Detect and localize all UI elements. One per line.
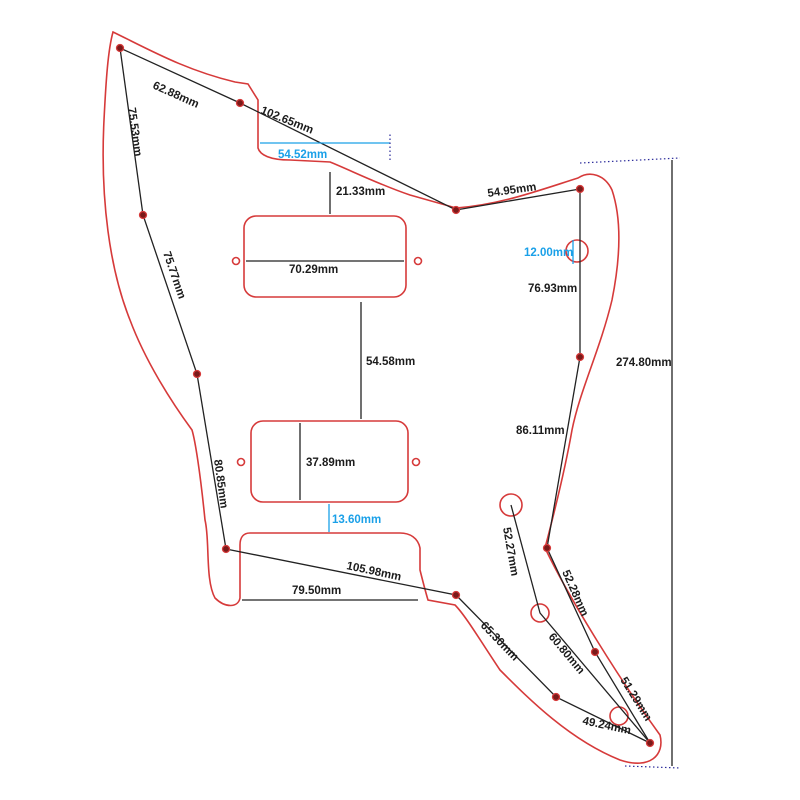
upper-pickup-screw-right — [413, 256, 423, 266]
control-hole-middle — [499, 493, 523, 517]
control-hole-upper — [565, 239, 589, 263]
label-d21: 65.30mm — [478, 620, 521, 664]
label-d17: 52.27mm — [500, 526, 520, 577]
mounting-hole — [590, 647, 600, 657]
mounting-hole — [115, 43, 125, 53]
upper-pickup-cavity — [243, 215, 407, 298]
mounting-hole — [192, 369, 202, 379]
mounting-holes — [115, 43, 655, 748]
label-d14: 37.89mm — [306, 457, 355, 469]
label-d10: 76.93mm — [528, 283, 577, 295]
dim-line-left-side — [119, 47, 227, 550]
label-d11: 274.80mm — [616, 357, 672, 369]
label-d16: 13.60mm — [332, 514, 381, 526]
mounting-hole — [451, 590, 461, 600]
label-d20: 79.50mm — [292, 585, 341, 597]
label-d5: 21.33mm — [336, 186, 385, 198]
mounting-hole — [235, 98, 245, 108]
label-d1: 62.88mm — [151, 80, 201, 111]
dim-line-bottom — [225, 548, 651, 744]
mounting-hole — [551, 692, 561, 702]
upper-pickup-screw-left — [231, 256, 241, 266]
guide-top-right — [579, 157, 681, 164]
mounting-hole — [542, 543, 552, 553]
dim-line-control — [510, 504, 651, 744]
mounting-hole — [645, 738, 655, 748]
label-d24: 49.24mm — [581, 715, 632, 737]
label-d2: 102.65mm — [259, 105, 315, 137]
dim-line-right-side — [546, 189, 651, 744]
label-d3: 54.52mm — [278, 149, 327, 161]
label-d13: 86.11mm — [516, 425, 565, 437]
label-d12: 54.58mm — [366, 356, 415, 368]
mounting-hole — [451, 205, 461, 215]
label-d22: 60.80mm — [546, 631, 587, 676]
mounting-hole — [138, 210, 148, 220]
guide-bottom-right — [624, 765, 681, 769]
lower-pickup-screw-left — [236, 457, 246, 467]
control-hole-lower — [530, 603, 550, 623]
label-d15: 80.85mm — [211, 459, 230, 509]
mounting-hole — [575, 184, 585, 194]
lower-pickup-screw-right — [411, 457, 421, 467]
label-d9: 75.77mm — [160, 250, 187, 300]
label-d8: 70.29mm — [289, 264, 338, 276]
dim-line-top-left — [119, 47, 581, 211]
mounting-hole — [575, 352, 585, 362]
label-d4: 75.53mm — [125, 107, 144, 157]
label-d7: 12.00mm — [524, 247, 573, 259]
mounting-hole — [221, 544, 231, 554]
lower-pickup-cavity — [250, 420, 409, 503]
label-d18: 105.98mm — [345, 560, 402, 583]
pickguard-outline — [102, 30, 662, 764]
label-d19: 52.28mm — [559, 568, 590, 618]
